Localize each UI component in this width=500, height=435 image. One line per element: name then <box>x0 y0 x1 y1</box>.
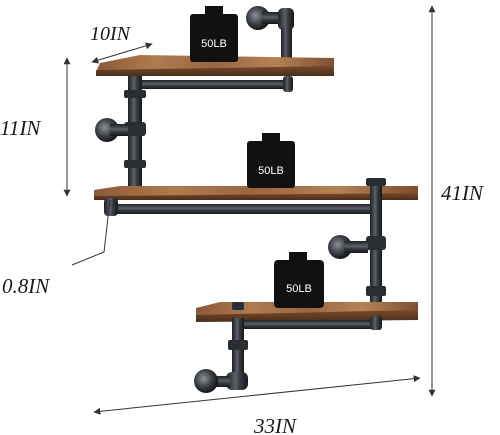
weight-middle: 50LB <box>247 133 295 188</box>
width-guide <box>93 375 421 415</box>
pipe-riser-top <box>281 28 292 64</box>
flange-stem <box>262 12 282 24</box>
bottom-under-pipe <box>240 320 378 329</box>
elbow-top <box>278 8 294 30</box>
height-label: 41IN <box>441 181 484 205</box>
thickness-label: 0.8IN <box>2 274 50 298</box>
middle-shelf-assembly: 50LB <box>94 133 418 306</box>
weight-bottom: 50LB <box>274 252 324 308</box>
depth-guide <box>91 42 153 64</box>
depth-label: 10IN <box>90 23 132 45</box>
middle-under-pipe <box>112 204 380 214</box>
bottom-shelf-assembly: 50LB <box>194 252 418 393</box>
weight-top: 50LB <box>190 6 238 62</box>
width-label: 33IN <box>253 414 297 435</box>
weight-top-label: 50LB <box>201 38 227 50</box>
top-shelf-assembly: 50LB <box>95 6 334 196</box>
wall-flange-bottom <box>194 369 218 393</box>
top-under-pipe <box>136 80 292 89</box>
dimension-guides <box>63 5 436 415</box>
spacing-label: 11IN <box>0 116 41 140</box>
thickness-pointer <box>71 199 111 266</box>
weight-bottom-label: 50LB <box>286 283 312 295</box>
weight-middle-label: 50LB <box>258 165 284 177</box>
